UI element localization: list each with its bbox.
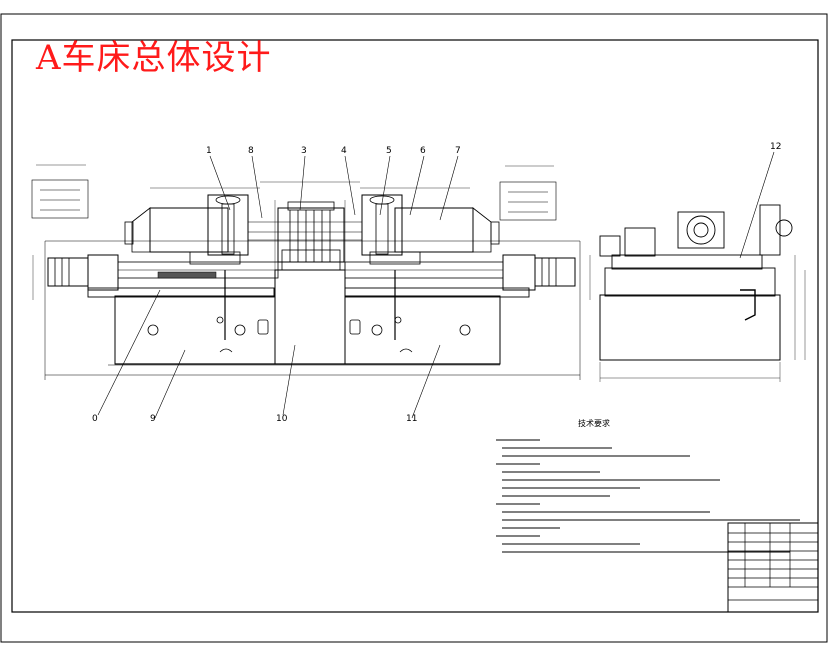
callout-6: 6 (420, 146, 426, 156)
callout-1: 1 (206, 146, 212, 156)
front-view (32, 181, 591, 380)
left-inset-diagram (31, 164, 89, 219)
callout-3: 3 (301, 146, 307, 156)
callout-8: 8 (248, 146, 254, 156)
title-block (727, 522, 819, 613)
right-inset-diagram (499, 165, 557, 221)
outer-border (0, 13, 828, 643)
callout-12: 12 (770, 142, 782, 152)
callout-10: 10 (276, 414, 288, 424)
leader-lines (97, 151, 775, 419)
callout-7: 7 (455, 146, 461, 156)
side-view (599, 204, 806, 382)
technical-requirements-heading: 技术要求 (578, 419, 610, 428)
callout-9: 9 (150, 414, 156, 424)
technical-notes-text (496, 439, 800, 553)
callout-0: 0 (92, 414, 98, 424)
callout-4: 4 (341, 146, 347, 156)
callout-11: 11 (406, 414, 418, 424)
callout-5: 5 (386, 146, 392, 156)
inner-border (11, 39, 819, 613)
drawing-title: A车床总体设计 (36, 38, 272, 78)
